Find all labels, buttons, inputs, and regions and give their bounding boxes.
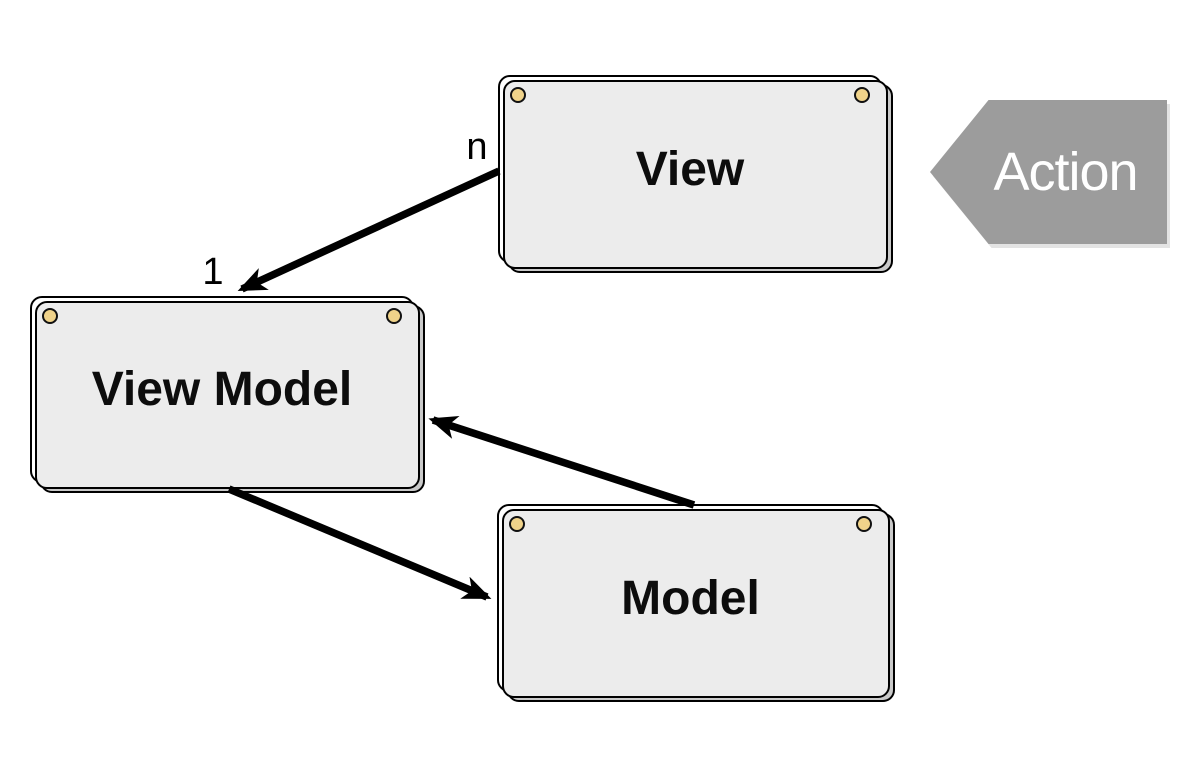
pin-icon: [856, 516, 872, 532]
multiplicity-label-n: n: [466, 126, 488, 168]
pin-icon: [42, 308, 58, 324]
pin-icon: [510, 87, 526, 103]
action-tag: Action: [930, 100, 1167, 244]
multiplicity-label-1: 1: [202, 251, 224, 293]
edge-view-model-to-model: [227, 485, 492, 601]
action-tag-wrap: Action: [930, 100, 1167, 244]
node-view: View: [498, 75, 882, 263]
pin-icon: [854, 87, 870, 103]
node-view-model: View Model: [30, 296, 414, 483]
pin-icon: [386, 308, 402, 324]
action-label: Action: [993, 142, 1138, 202]
node-view-model-label: View Model: [91, 363, 353, 416]
node-view-label: View: [635, 142, 745, 196]
edge-view-to-view-model: [237, 167, 501, 293]
pin-icon: [509, 516, 525, 532]
node-model-label: Model: [621, 571, 760, 625]
node-model: Model: [497, 504, 884, 692]
edge-model-to-view-model: [428, 416, 696, 509]
